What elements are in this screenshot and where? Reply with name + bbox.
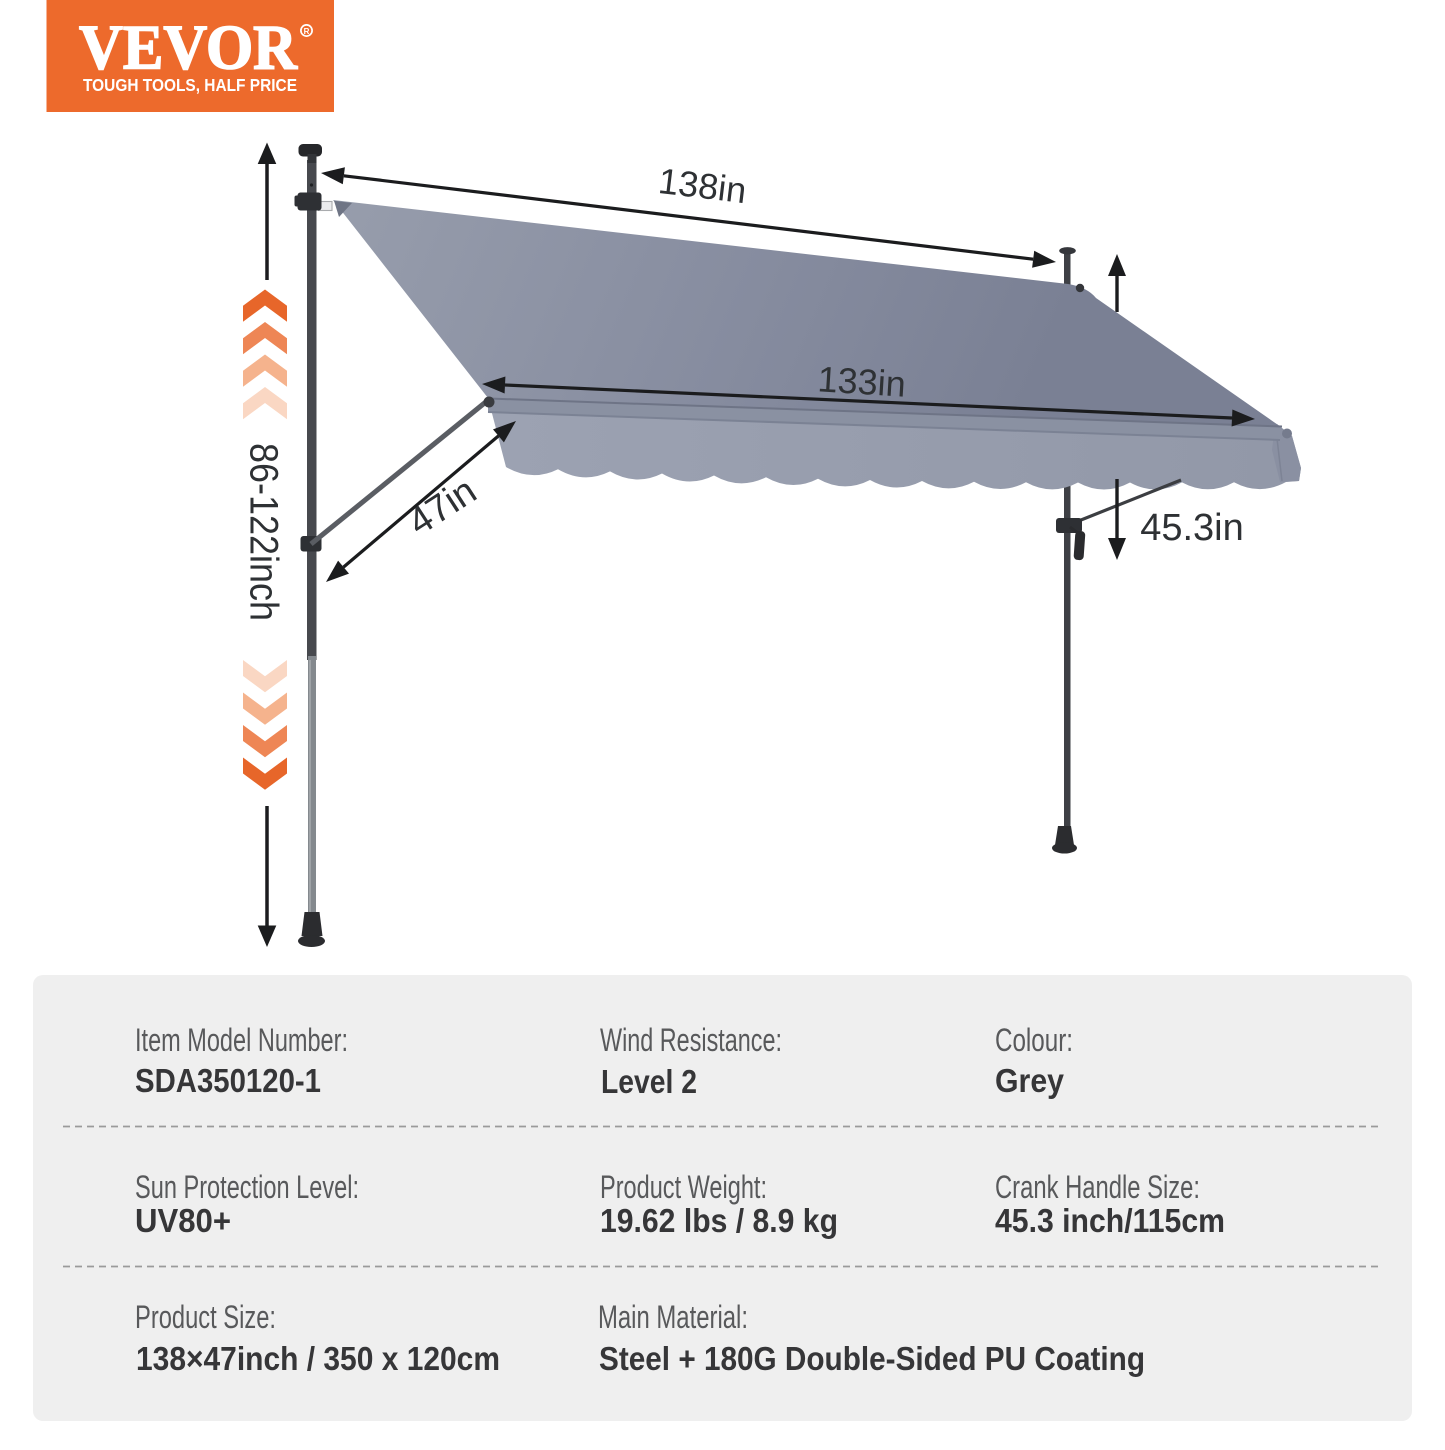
svg-text:Colour:: Colour: — [995, 1022, 1073, 1058]
svg-text:45.3in: 45.3in — [1140, 507, 1244, 549]
svg-text:47in: 47in — [401, 470, 484, 544]
svg-text:Main Material:: Main Material: — [598, 1299, 748, 1335]
svg-text:UV80+: UV80+ — [135, 1203, 231, 1240]
svg-text:Sun Protection Level:: Sun Protection Level: — [135, 1169, 359, 1205]
svg-text:Product Weight:: Product Weight: — [600, 1169, 767, 1205]
svg-text:Grey: Grey — [995, 1063, 1064, 1100]
svg-text:SDA350120-1: SDA350120-1 — [135, 1063, 321, 1100]
svg-text:19.62 lbs / 8.9 kg: 19.62 lbs / 8.9 kg — [600, 1203, 838, 1240]
svg-text:133in: 133in — [817, 358, 907, 404]
svg-text:138×47inch / 350 x 120cm: 138×47inch / 350 x 120cm — [136, 1341, 500, 1378]
svg-text:Wind Resistance:: Wind Resistance: — [600, 1022, 782, 1058]
svg-text:VEVOR: VEVOR — [79, 13, 298, 83]
svg-text:TOUGH TOOLS, HALF PRICE: TOUGH TOOLS, HALF PRICE — [83, 75, 297, 95]
svg-text:Item Model Number:: Item Model Number: — [135, 1022, 348, 1058]
svg-text:86-122inch: 86-122inch — [242, 443, 286, 621]
svg-text:Product Size:: Product Size: — [135, 1299, 276, 1335]
svg-text:45.3 inch/115cm: 45.3 inch/115cm — [995, 1203, 1225, 1240]
svg-text:R: R — [304, 27, 310, 36]
svg-text:Level 2: Level 2 — [601, 1064, 697, 1101]
svg-text:Steel + 180G Double-Sided PU C: Steel + 180G Double-Sided PU Coating — [599, 1341, 1145, 1378]
svg-text:138in: 138in — [656, 160, 748, 211]
svg-text:Crank Handle Size:: Crank Handle Size: — [995, 1169, 1200, 1205]
